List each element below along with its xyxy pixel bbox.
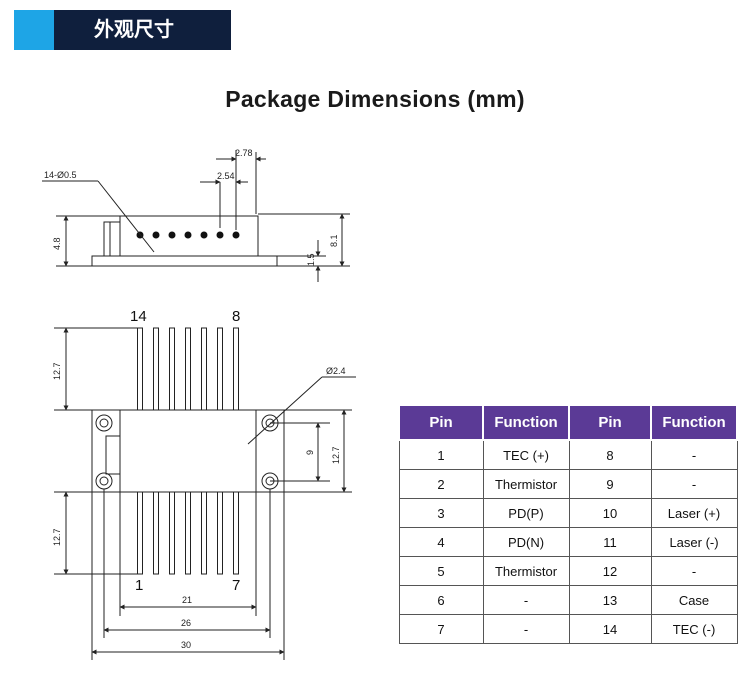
dim-flange: 1.5 <box>306 253 316 266</box>
pin-hole <box>168 231 176 239</box>
pin-number: 9 <box>568 469 652 499</box>
table-row: 5 Thermistor 12 - <box>398 556 738 586</box>
pin-lead <box>233 491 239 575</box>
header-accent <box>14 10 54 50</box>
dim-body-height: 12.7 <box>331 446 341 464</box>
side-view <box>42 150 350 282</box>
bottom-pins <box>137 491 239 575</box>
pin-number: 8 <box>568 439 652 470</box>
side-connector <box>103 221 121 257</box>
pin-number: 7 <box>398 614 484 644</box>
pin-number: 1 <box>398 439 484 470</box>
pin-lead <box>217 327 223 411</box>
pin-lead <box>153 491 159 575</box>
dim-pin-pitch-outer: 2.78 <box>235 148 253 158</box>
top-pins <box>137 327 239 411</box>
pin-lead <box>233 327 239 411</box>
table-row: 6 - 13 Case <box>398 585 738 615</box>
pin-hole <box>200 231 208 239</box>
header-pin: Pin <box>398 404 484 441</box>
pin-label-7: 7 <box>232 577 240 594</box>
side-pin-holes <box>136 231 240 239</box>
side-flange <box>91 255 278 267</box>
pin-number: 11 <box>568 527 652 557</box>
pin-function: Laser (+) <box>650 498 738 528</box>
header-function: Function <box>650 404 738 441</box>
pin-function: - <box>650 439 738 470</box>
pin-lead <box>153 327 159 411</box>
table-row: 3 PD(P) 10 Laser (+) <box>398 498 738 528</box>
dim-pin-pitch: 2.54 <box>217 171 235 181</box>
pin-number: 13 <box>568 585 652 615</box>
pin-number: 5 <box>398 556 484 586</box>
table-row: 2 Thermistor 9 - <box>398 469 738 499</box>
table-row: 7 - 14 TEC (-) <box>398 614 738 644</box>
pin-number: 3 <box>398 498 484 528</box>
pin-function-table: Pin Function Pin Function 1 TEC (+) 8 - … <box>398 404 738 644</box>
pin-function: TEC (+) <box>482 439 570 470</box>
pin-hole <box>184 231 192 239</box>
pin-number: 2 <box>398 469 484 499</box>
pin-label-14: 14 <box>130 308 147 325</box>
pin-lead <box>217 491 223 575</box>
dim-bottom-pins: 12.7 <box>52 528 62 546</box>
pin-function: - <box>650 556 738 586</box>
pin-function: TEC (-) <box>650 614 738 644</box>
pin-lead <box>201 327 207 411</box>
pin-function: Thermistor <box>482 469 570 499</box>
pin-lead <box>169 491 175 575</box>
pin-lead <box>185 327 191 411</box>
pin-number: 14 <box>568 614 652 644</box>
pin-function: Laser (-) <box>650 527 738 557</box>
dim-hole-spacing: 9 <box>305 450 315 455</box>
top-view <box>54 327 356 660</box>
dim-height-right: 8.1 <box>329 234 339 247</box>
pin-hole <box>232 231 240 239</box>
pin-lead <box>137 491 143 575</box>
hole-diameter-label: Ø2.4 <box>326 366 346 376</box>
pin-hole <box>216 231 224 239</box>
dim-total-width: 30 <box>181 640 191 650</box>
top-connector <box>105 435 121 475</box>
page-title: Package Dimensions (mm) <box>225 86 525 112</box>
hole-callout-label: 14-Ø0.5 <box>44 170 77 180</box>
dim-pin-span: 21 <box>182 595 192 605</box>
pin-label-1: 1 <box>135 577 143 594</box>
pin-lead <box>137 327 143 411</box>
pin-number: 10 <box>568 498 652 528</box>
pin-hole <box>152 231 160 239</box>
mounting-hole <box>95 414 113 432</box>
pin-function: Thermistor <box>482 556 570 586</box>
pin-number: 4 <box>398 527 484 557</box>
pin-function: PD(N) <box>482 527 570 557</box>
table-row: 1 TEC (+) 8 - <box>398 439 738 470</box>
pin-lead <box>201 491 207 575</box>
pin-number: 12 <box>568 556 652 586</box>
pin-function: - <box>650 469 738 499</box>
pin-lead <box>185 491 191 575</box>
table-row: 4 PD(N) 11 Laser (-) <box>398 527 738 557</box>
pin-function: PD(P) <box>482 498 570 528</box>
header-pin: Pin <box>568 404 652 441</box>
pin-function: - <box>482 614 570 644</box>
top-body <box>119 409 257 493</box>
pin-function: Case <box>650 585 738 615</box>
table-header-row: Pin Function Pin Function <box>398 404 738 441</box>
dim-height-left: 4.8 <box>52 237 62 250</box>
dim-top-pins: 12.7 <box>52 362 62 380</box>
header-function: Function <box>482 404 570 441</box>
pin-number: 6 <box>398 585 484 615</box>
pin-label-8: 8 <box>232 308 240 325</box>
dim-hole-span: 26 <box>181 618 191 628</box>
pin-function: - <box>482 585 570 615</box>
section-header: 外观尺寸 <box>54 10 231 50</box>
pin-lead <box>169 327 175 411</box>
